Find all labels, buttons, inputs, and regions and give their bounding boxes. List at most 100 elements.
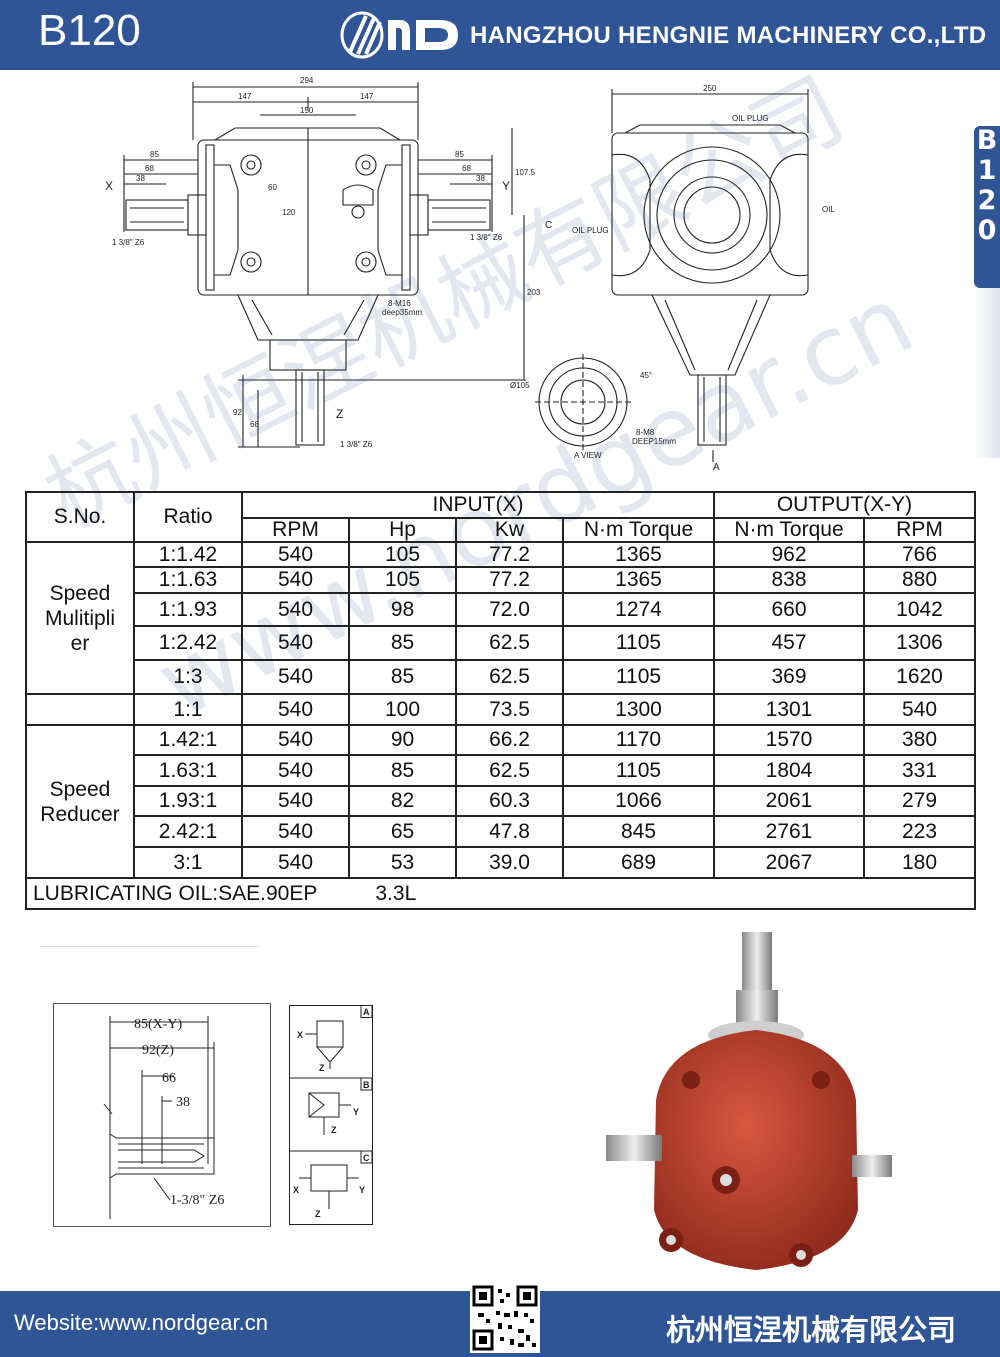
oil-plug-side-label: OIL PLUG <box>572 226 609 235</box>
cell-rpm-out: 180 <box>862 846 977 879</box>
cell-hp: 85 <box>348 625 457 661</box>
cell-torque-out: 2061 <box>713 785 865 817</box>
dim-45-deg: 45° <box>640 371 652 380</box>
header-bar: B120 HANGZHOU HENGNIE MACHINERY CO.,LTD <box>0 0 1000 70</box>
cell-rpm: 540 <box>241 785 350 817</box>
cell-torque-out: 660 <box>713 592 865 627</box>
cell-ratio: 1:1.42 <box>133 541 243 568</box>
cell-hp: 85 <box>348 754 457 787</box>
cell-sno-empty <box>25 693 135 726</box>
cell-kw: 62.5 <box>455 625 564 661</box>
dim-250: 250 <box>703 84 717 93</box>
cell-rpm: 540 <box>241 693 350 726</box>
cell-torque-out: 1804 <box>713 754 865 787</box>
view-c-label: C <box>545 220 552 231</box>
company-name: HANGZHOU HENGNIE MACHINERY CO.,LTD <box>470 22 987 49</box>
dim-147-left: 147 <box>238 92 252 101</box>
cell-rpm-out: 1620 <box>862 659 977 695</box>
cell-rpm-out: 223 <box>862 815 977 848</box>
cell-torque-out: 2067 <box>713 846 865 879</box>
cell-rpm-out: 1042 <box>862 592 977 627</box>
cell-kw: 77.2 <box>455 541 564 568</box>
table-row: 1:1.63 540 105 77.2 1365 838 880 <box>26 566 977 594</box>
bolt-a-label: 8-M8 <box>636 428 655 437</box>
configuration-types: A X Z B Y Z C X Y Z <box>289 1005 373 1225</box>
view-a-label: A <box>713 462 720 473</box>
dim-38-right: 38 <box>476 174 485 183</box>
side-model-tab: B 1 2 0 <box>974 126 1000 288</box>
table-row: 1:1.93 540 98 72.0 1274 660 1042 <box>26 592 977 627</box>
dim-85-left: 85 <box>150 150 159 159</box>
cell-torque-in: 1365 <box>562 566 715 594</box>
cell-torque-out: 1570 <box>713 724 865 756</box>
bolt-main-label: 8-M16 <box>388 299 411 308</box>
cell-torque-out: 962 <box>713 541 865 568</box>
cell-torque-in: 1066 <box>562 785 715 817</box>
website-link[interactable]: Website:www.nordgear.cn <box>14 1310 268 1335</box>
cell-hp: 105 <box>348 566 457 594</box>
dim-150: 150 <box>300 106 314 115</box>
cell-kw: 77.2 <box>455 566 564 594</box>
dim-68-left: 68 <box>145 164 154 173</box>
divider <box>40 946 260 947</box>
cell-torque-in: 1105 <box>562 754 715 787</box>
side-tab-char: 1 <box>977 155 997 186</box>
model-title: B120 <box>38 6 141 55</box>
dim-203: 203 <box>527 288 541 297</box>
bolt-a-depth: DEEP15mm <box>632 437 676 446</box>
dim-85-right: 85 <box>455 150 464 159</box>
cell-kw: 62.5 <box>455 754 564 787</box>
table-row: 1.63:1 540 85 62.5 1105 1804 331 <box>26 754 977 787</box>
side-tab-char: 2 <box>977 185 997 216</box>
cell-ratio: 2.42:1 <box>133 815 243 848</box>
cell-rpm-out: 766 <box>862 541 977 568</box>
cell-ratio: 1:1.63 <box>133 566 243 594</box>
type-c-axis-x: X <box>293 1185 299 1195</box>
cell-rpm: 540 <box>241 724 350 756</box>
type-a-letter: A <box>363 1007 370 1017</box>
qr-code-icon <box>470 1283 540 1353</box>
cell-kw: 62.5 <box>455 659 564 695</box>
cell-rpm-out: 279 <box>862 785 977 817</box>
side-strip <box>974 288 1000 458</box>
dim-120: 120 <box>282 208 296 217</box>
oil-label: OIL <box>822 205 835 214</box>
table-row: 1:2.42 540 85 62.5 1105 457 1306 <box>26 625 977 661</box>
table-row: 2.42:1 540 65 47.8 845 2761 223 <box>26 815 977 848</box>
cell-ratio: 1:1 <box>133 693 243 726</box>
a-view-label: A VIEW <box>574 451 602 460</box>
cell-ratio: 1.63:1 <box>133 754 243 787</box>
header-ratio: Ratio <box>133 491 243 543</box>
cell-hp: 90 <box>348 724 457 756</box>
cell-torque-in: 689 <box>562 846 715 879</box>
cell-hp: 85 <box>348 659 457 695</box>
nd-logo <box>340 11 458 59</box>
side-tab-char: B <box>976 125 998 156</box>
cell-hp: 82 <box>348 785 457 817</box>
table-row: 1.93:1 540 82 60.3 1066 2061 279 <box>26 785 977 817</box>
cell-torque-out: 369 <box>713 659 865 695</box>
cell-hp: 98 <box>348 592 457 627</box>
cell-kw: 66.2 <box>455 724 564 756</box>
table-row: 3:1 540 53 39.0 689 2067 180 <box>26 846 977 879</box>
type-c-letter: C <box>363 1153 370 1163</box>
axis-y-label: Y <box>502 179 510 193</box>
cell-torque-in: 845 <box>562 815 715 848</box>
spline-right-label: 1 3/8" Z6 <box>470 233 503 242</box>
cell-ratio: 1.93:1 <box>133 785 243 817</box>
cell-kw: 60.3 <box>455 785 564 817</box>
cell-torque-in: 1274 <box>562 592 715 627</box>
cell-rpm-out: 1306 <box>862 625 977 661</box>
shaft-dim-66: 66 <box>162 1071 176 1086</box>
cell-kw: 72.0 <box>455 592 564 627</box>
cell-torque-in: 1365 <box>562 541 715 568</box>
header-rpm-in: RPM <box>241 517 350 543</box>
dim-68-z: 68 <box>250 420 259 429</box>
technical-drawing: 294 147 147 150 85 68 38 85 68 38 107.5 … <box>105 76 835 473</box>
cell-ratio: 1:1.93 <box>133 592 243 627</box>
dim-38-left: 38 <box>136 174 145 183</box>
header-hp: Hp <box>348 517 457 543</box>
